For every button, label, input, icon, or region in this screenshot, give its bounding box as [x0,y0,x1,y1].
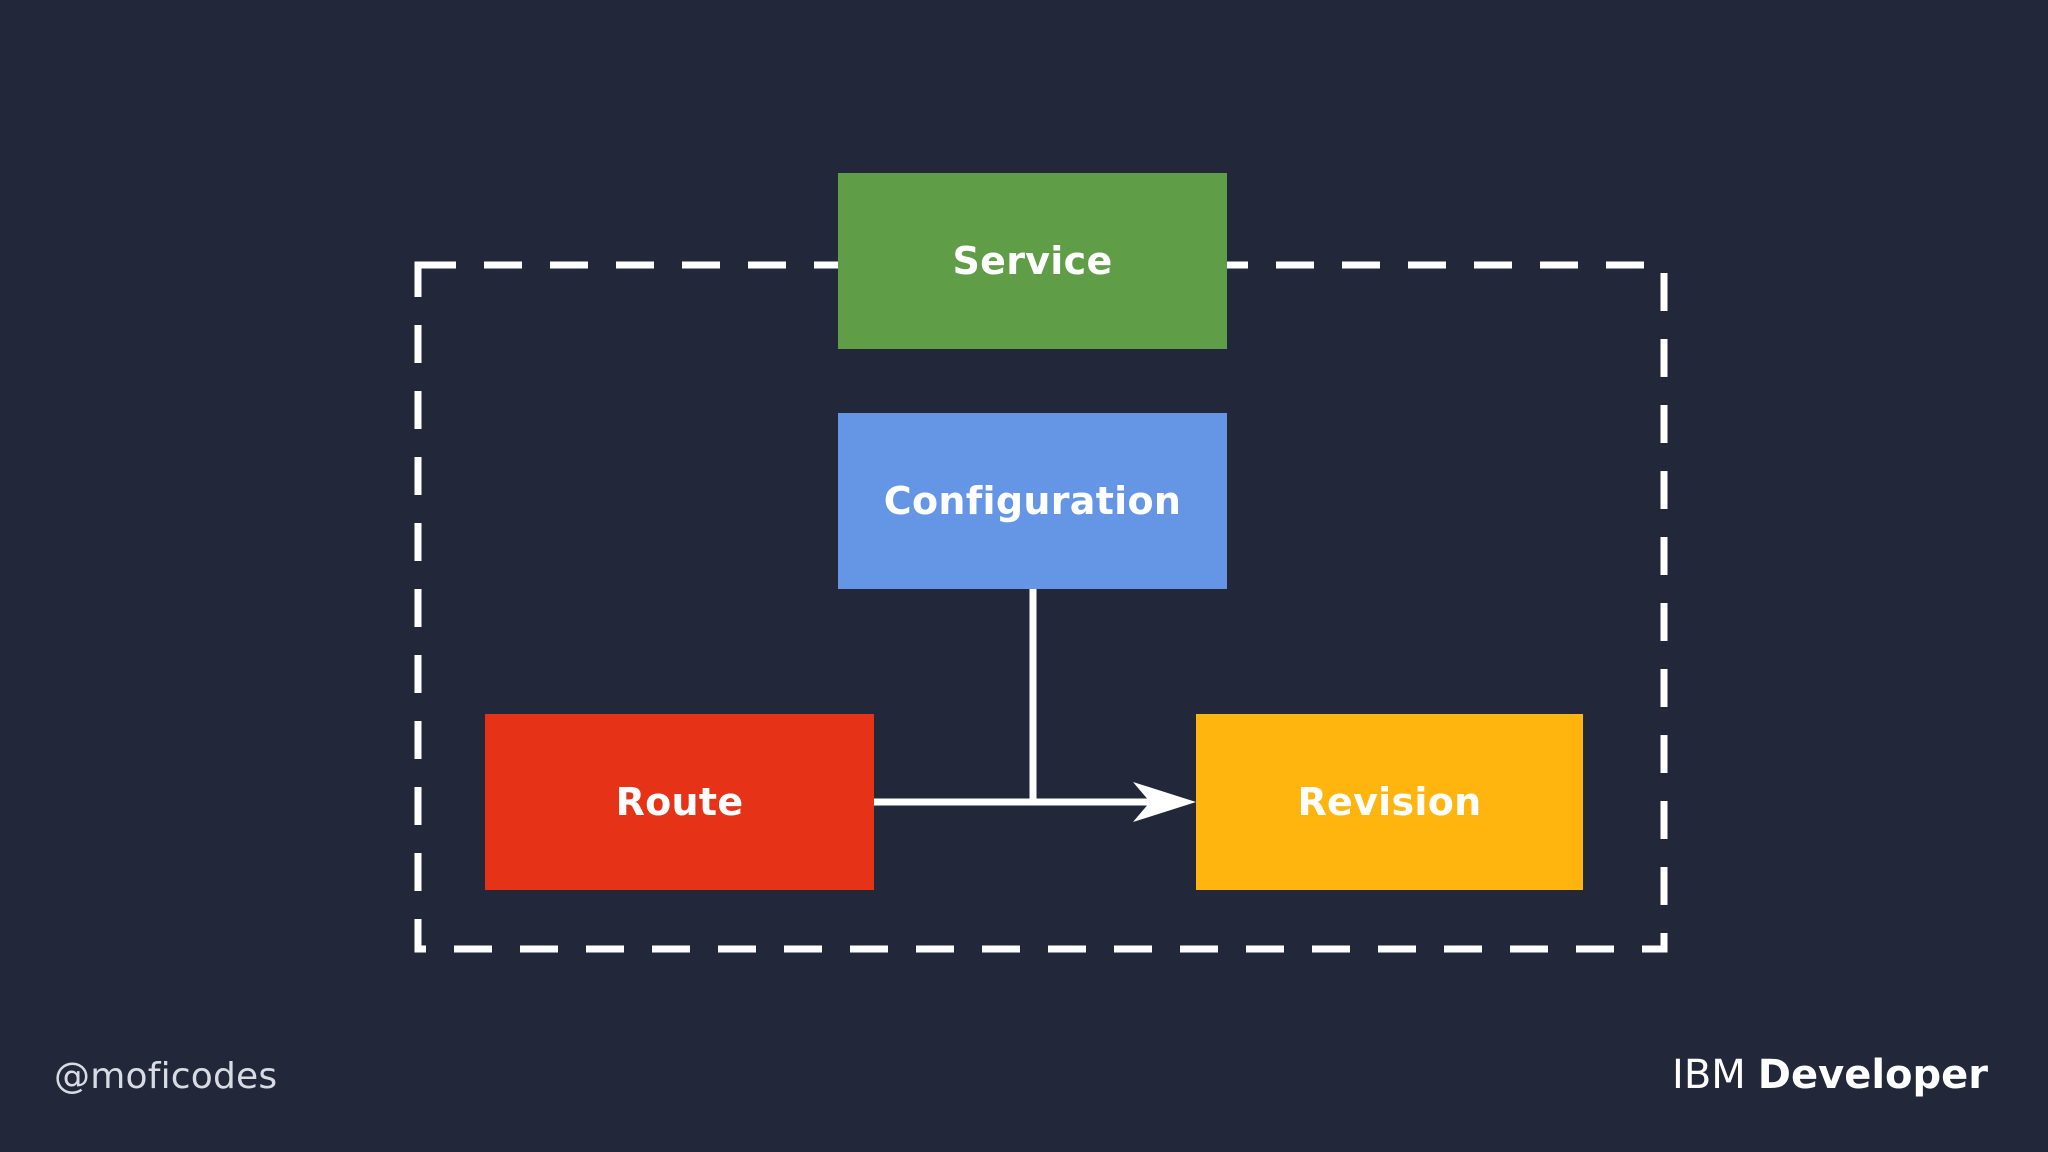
brand-developer: Developer [1757,1052,1988,1098]
brand-ibm: IBM [1672,1052,1746,1098]
author-handle: @moficodes [54,1056,278,1097]
service-label: Service [952,239,1113,283]
route-label: Route [615,780,744,824]
configuration-node: Configuration [838,413,1227,589]
route-node: Route [485,714,874,890]
revision-node: Revision [1196,714,1583,890]
configuration-label: Configuration [883,479,1182,523]
revision-label: Revision [1297,780,1482,824]
service-node: Service [838,173,1227,349]
route-to-revision-arrowhead [1133,782,1196,822]
